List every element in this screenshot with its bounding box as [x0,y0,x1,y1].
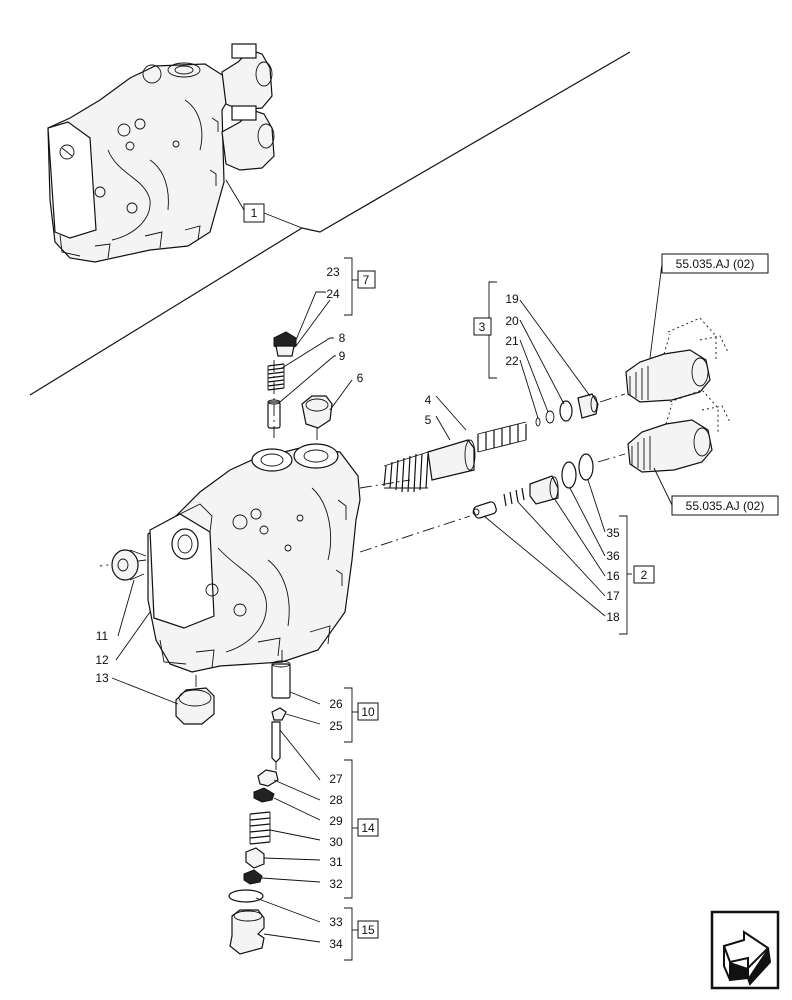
label-6: 6 [357,371,364,385]
label-33: 33 [329,915,343,929]
label-14: 14 [361,821,375,835]
label-12: 12 [95,653,109,667]
main-valve-body [99,443,471,690]
group-brackets [344,257,632,961]
label-27: 27 [329,772,343,786]
label-5: 5 [425,413,432,427]
solenoid-lower [627,389,731,473]
label-13: 13 [95,671,109,685]
label-34: 34 [329,937,343,951]
label-10: 10 [361,705,375,719]
overview-valve-assembly [47,43,275,263]
label-32: 32 [329,877,343,891]
label-31: 31 [329,855,343,869]
label-19: 19 [505,292,519,306]
callout-1: 1 [29,51,631,396]
label-23: 23 [326,265,340,279]
label-1: 1 [251,206,258,220]
label-2: 2 [641,568,648,582]
bottom-stack [228,660,291,955]
label-9: 9 [339,349,346,363]
label-29: 29 [329,814,343,828]
label-11: 11 [96,629,109,643]
label-36: 36 [606,549,620,563]
label-25: 25 [329,719,343,733]
ref-top-label: 55.035.AJ (02) [676,257,755,271]
label-15: 15 [361,923,375,937]
top-components [267,331,333,444]
label-16: 16 [606,569,620,583]
label-3: 3 [479,320,486,334]
label-17: 17 [606,589,620,603]
label-35: 35 [606,526,620,540]
part-number-labels: 23 24 7 8 9 6 3 19 20 21 22 4 5 35 36 16… [95,265,655,951]
label-22: 22 [505,354,519,368]
next-page-arrow-icon[interactable] [710,910,780,990]
label-8: 8 [339,331,346,345]
label-30: 30 [329,835,343,849]
label-24: 24 [326,287,340,301]
label-21: 21 [505,334,519,348]
spool-assembly [383,393,626,519]
label-26: 26 [329,697,343,711]
leader-lines [111,291,606,943]
label-7: 7 [363,273,370,287]
label-18: 18 [606,610,620,624]
label-28: 28 [329,793,343,807]
label-20: 20 [505,314,519,328]
label-4: 4 [425,393,432,407]
reference-callouts: 55.035.AJ (02) 55.035.AJ (02) [649,253,779,516]
left-components [111,549,215,725]
solenoid-upper [625,317,729,403]
ref-bottom-label: 55.035.AJ (02) [686,499,765,513]
